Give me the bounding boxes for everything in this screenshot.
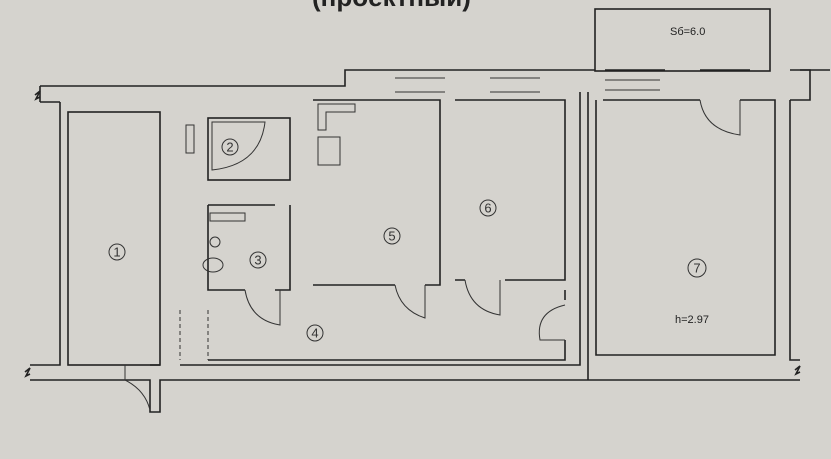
plan-title: (проектный) xyxy=(312,0,471,12)
room-2-label: 2 xyxy=(226,140,233,155)
room-1 xyxy=(67,111,161,366)
toilet-icon xyxy=(202,257,224,273)
kitchen-counter xyxy=(317,103,356,131)
room-5-kitchen xyxy=(313,99,441,286)
opening xyxy=(179,310,209,360)
outer-walls xyxy=(24,69,830,413)
vent-shaft xyxy=(185,124,195,154)
room-7-label: 7 xyxy=(693,261,700,276)
room-2-bathroom xyxy=(207,117,291,181)
ceiling-height: h=2.97 xyxy=(675,314,709,326)
balcony-area: Sб=6.0 xyxy=(670,26,705,38)
room-4-corridor xyxy=(208,290,566,361)
bathtub-icon xyxy=(211,121,266,171)
kitchen-door xyxy=(394,284,426,319)
toilet-door xyxy=(244,289,281,326)
room-6-label: 6 xyxy=(484,201,491,216)
room-6-door xyxy=(464,279,501,316)
room-7-door xyxy=(538,304,566,341)
room-6 xyxy=(455,99,566,281)
drain-icon xyxy=(209,236,221,248)
room-4-label: 4 xyxy=(311,326,318,341)
room-3-toilet xyxy=(207,204,291,291)
stove-icon xyxy=(317,136,341,166)
sink-icon xyxy=(209,212,246,222)
room-5-label: 5 xyxy=(388,229,395,244)
balcony xyxy=(594,8,771,72)
room-1-label: 1 xyxy=(113,245,120,260)
room-3-label: 3 xyxy=(254,253,261,268)
balcony-door xyxy=(699,99,741,136)
entrance-door xyxy=(124,365,151,411)
